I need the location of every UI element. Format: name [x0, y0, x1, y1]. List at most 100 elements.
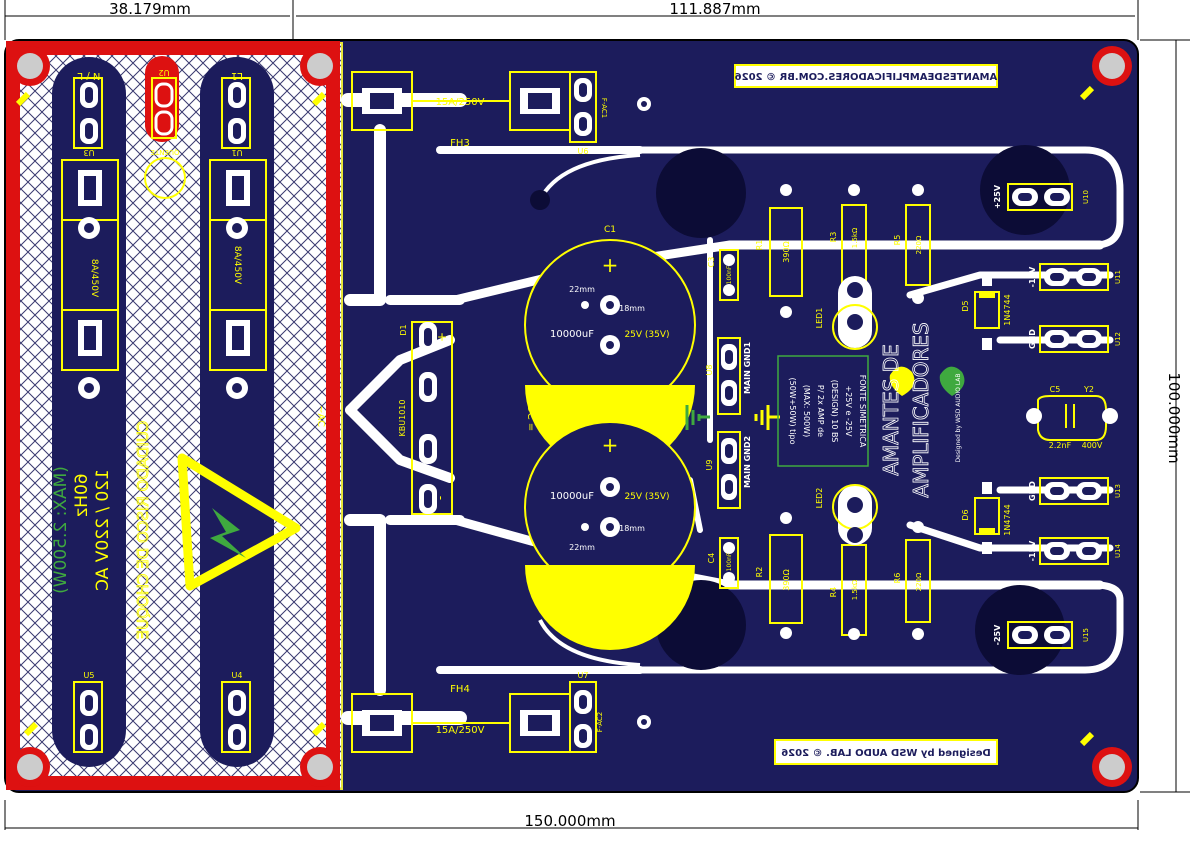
- c2-pitch-22: 22mm: [569, 543, 595, 552]
- u10-label: U10: [1082, 190, 1090, 204]
- fuse-rating-top: 15A/250V: [436, 97, 485, 108]
- ground-icon: [685, 405, 710, 430]
- dim-width-right: 111.887mm: [669, 0, 760, 18]
- label-u2: U2: [159, 68, 170, 77]
- dimension-top: [4, 0, 1190, 830]
- out-minus25: -25V: [993, 624, 1002, 645]
- u12-label: U12: [1114, 332, 1122, 346]
- label-ac-in: ~AC: [315, 405, 326, 427]
- hv-pad-holes: [84, 87, 244, 745]
- c1-pitch-18: 18mm: [619, 304, 645, 313]
- c1-plus: +: [602, 253, 619, 277]
- r2-value: 390Ω: [782, 569, 791, 590]
- label-u1: U1: [232, 148, 243, 157]
- c1-voltage: 25V (35V): [624, 330, 669, 340]
- fh3-label: FH3: [450, 138, 470, 149]
- led2-label: LED2: [815, 488, 824, 509]
- zener-diodes: [974, 274, 1000, 554]
- warning-high-voltage-icon: [177, 453, 301, 591]
- r2-label: R2: [755, 567, 764, 578]
- c1-pitch-22: 22mm: [569, 285, 595, 294]
- c2-voltage: 25V (35V): [624, 492, 669, 502]
- label-nl: N / L: [77, 70, 100, 81]
- mounting-holes: [10, 46, 1132, 787]
- main-gnd2-label: MAIN GND2: [743, 436, 752, 488]
- c5-value: 2.2nF: [1049, 441, 1072, 450]
- r1-value: 390Ω: [782, 241, 791, 262]
- fuse-rating-bottom: 15A/250V: [436, 725, 485, 736]
- capacitor-c2: [524, 421, 696, 650]
- c1-value: 10000uF: [550, 329, 594, 340]
- d5-part: 1N4744: [1003, 294, 1012, 325]
- hv-slot-1: [52, 57, 126, 767]
- dc-label: DC =: [525, 405, 536, 431]
- note-line: FONTE SIMETRICA: [858, 375, 867, 448]
- c4-label: C4: [707, 553, 716, 564]
- u6-label: U6: [578, 147, 589, 156]
- fac2-label: F-AC2: [596, 712, 604, 732]
- screw-icons: [15, 85, 1095, 747]
- note-line: (MAX: 500W): [802, 385, 811, 438]
- logo-line2: AMPLIFICADORES: [909, 322, 933, 497]
- fac1-label: F-AC1: [600, 98, 608, 118]
- fuse-pad-holes: [370, 83, 587, 743]
- c1-label: C1: [604, 225, 616, 235]
- d1-label: D1: [399, 324, 408, 335]
- led1-label: LED1: [815, 308, 824, 329]
- mains-freq: 60Hz: [72, 473, 92, 516]
- fuse-holders: [351, 71, 597, 753]
- d6-label: D6: [961, 509, 970, 520]
- note-lines: FONTE SIMETRICA+25V e -25V(DESIGN) 10 BS…: [788, 375, 867, 448]
- c2-plus: +: [602, 433, 619, 457]
- r3-value: 1.5kΩ: [851, 227, 859, 248]
- fuse-left-rating: 8A/450V: [89, 259, 99, 298]
- u15-label: U15: [1082, 628, 1090, 642]
- c3-value: 100nF: [726, 265, 733, 284]
- c2-label: C2: [606, 605, 618, 615]
- fuse-right-rating: 8A/450V: [232, 246, 242, 285]
- mains-voltage: 120 / 220V AC: [93, 469, 113, 591]
- u8-label: U8: [705, 365, 714, 376]
- c3-label: C3: [707, 257, 716, 268]
- r5-value: 220Ω: [915, 235, 923, 254]
- label-l1: L1: [231, 70, 243, 81]
- fh4-label: FH4: [450, 684, 470, 695]
- resistors: [769, 204, 931, 636]
- led1: [832, 276, 878, 350]
- out-minus15b: -15V: [1028, 540, 1037, 561]
- y2-label: Y2: [1083, 385, 1094, 394]
- r6-value: 220Ω: [915, 572, 923, 591]
- out-gnd-b: GND: [1028, 481, 1037, 501]
- note-line: (50W+50W) tipo: [788, 378, 797, 445]
- r5-label: R5: [893, 235, 902, 246]
- header-silk-box: [734, 64, 998, 88]
- footer-silk-box: [774, 739, 998, 765]
- output-headers: [1007, 183, 1109, 649]
- label-u5: U5: [84, 671, 95, 680]
- u11-label: U11: [1114, 270, 1122, 284]
- warning-title: CUIDADO RISCO DE CHOQUE: [134, 421, 152, 640]
- c2-pitch-18: 18mm: [619, 524, 645, 533]
- header-silk: AMANTESDEAMPLIFICADORES.COM.BR © 2026: [735, 72, 998, 83]
- dim-width-total: 150.000mm: [524, 812, 615, 830]
- note-line: +25V e -25V: [844, 386, 853, 437]
- footer-silk: Designed by WSD AUDO LAB. © 2026: [781, 748, 991, 759]
- out-plus25: +25V: [993, 184, 1002, 209]
- small-caps: [719, 249, 739, 589]
- label-hot: QUENTE: [151, 148, 180, 156]
- kbu-label: KBU1010: [398, 400, 407, 437]
- out-minus15a: -15V: [1028, 266, 1037, 287]
- label-u4: U4: [232, 671, 243, 680]
- led2: [832, 484, 878, 545]
- note-box: [777, 355, 869, 467]
- r1-label: R1: [755, 240, 764, 251]
- c5-label: C5: [1050, 385, 1061, 394]
- out-gnd-a: GND: [1028, 329, 1037, 349]
- resistor-pads: [780, 184, 924, 640]
- u13-label: U13: [1114, 484, 1122, 498]
- c4-value: 100nF: [726, 552, 733, 571]
- main-gnd1-label: MAIN GND1: [743, 342, 752, 395]
- label-u3: U3: [84, 148, 95, 157]
- bridge-minus: -: [433, 496, 447, 500]
